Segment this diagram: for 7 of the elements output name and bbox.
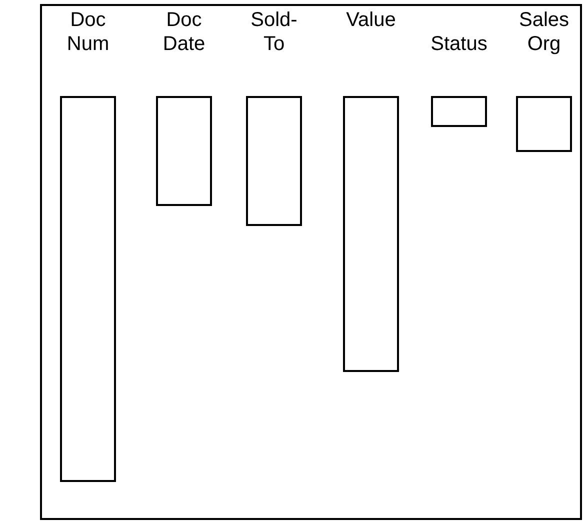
column-label: Sales Org bbox=[518, 8, 570, 56]
column-label: Status bbox=[430, 32, 488, 56]
column-label: Sold-To bbox=[250, 8, 298, 56]
frame-border bbox=[40, 4, 582, 520]
column-label: Doc Date bbox=[162, 8, 206, 56]
column-label: Doc Num bbox=[66, 8, 110, 56]
column-label: Value bbox=[345, 8, 397, 32]
